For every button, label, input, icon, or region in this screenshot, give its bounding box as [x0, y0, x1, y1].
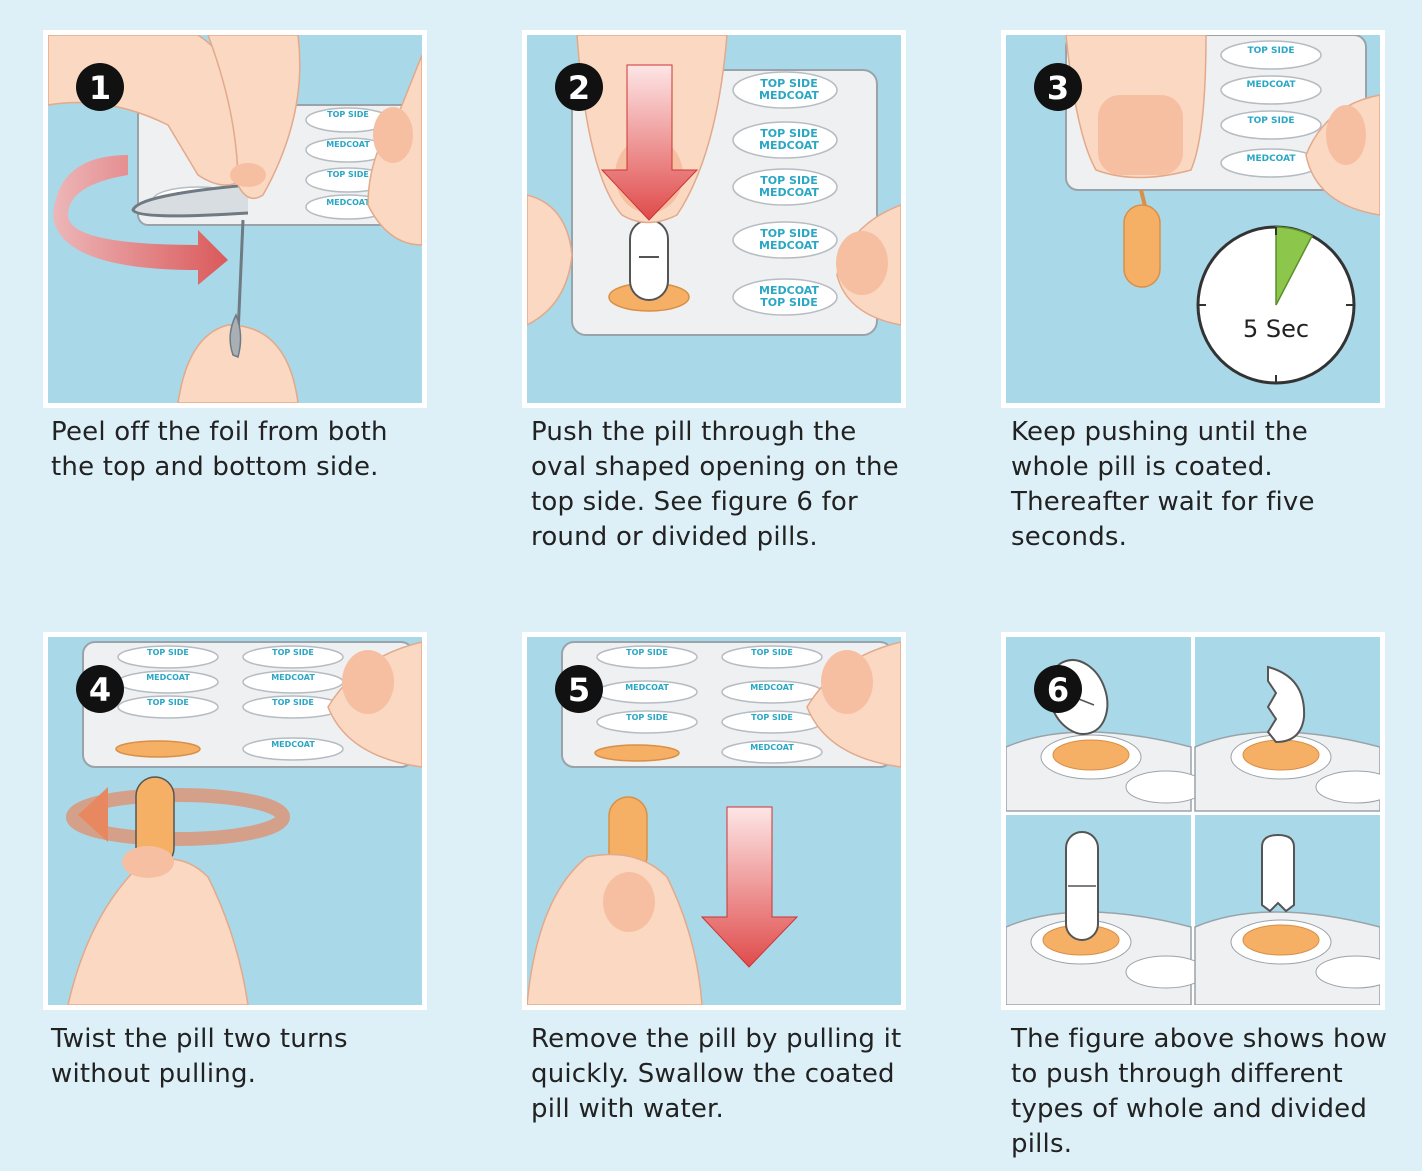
blister-label: MEDCOAT [759, 239, 819, 252]
blister-label: MEDCOAT [271, 673, 315, 682]
step-1-caption: Peel off the foil from both the top and … [51, 417, 388, 482]
timer-dial: 5 Sec [1196, 225, 1356, 385]
blister-label: MEDCOAT [271, 740, 315, 749]
blister-label: TOP SIDE [327, 170, 369, 179]
blister-strip: TOP SIDE TOP SIDE MEDCOAT MEDCOAT TOP SI… [82, 641, 414, 768]
step-5-caption: Remove the pill by pulling it quickly. S… [531, 1024, 902, 1124]
blister-label: MEDCOAT [1247, 154, 1297, 164]
blister-label: TOP SIDE [147, 648, 189, 657]
blister-strip: TOP SIDE TOP SIDE MEDCOAT MEDCOAT TOP SI… [561, 641, 893, 768]
step-3-number-badge [1034, 63, 1082, 111]
step-1-number: 1 [89, 69, 111, 107]
step-2-panel: TOP SIDE MEDCOAT TOP SIDE MEDCOAT TOP SI… [522, 30, 906, 408]
blister-label: TOP SIDE [626, 713, 668, 722]
blister-label: TOP SIDE [751, 713, 793, 722]
oblong-whole-pill-example [1006, 831, 1207, 1005]
step-3-number: 3 [1047, 69, 1069, 107]
blister-label: MEDCOAT [1247, 80, 1297, 90]
step-6-panel: 6 [1001, 632, 1385, 1010]
round-divided-pill-example [1194, 665, 1380, 812]
blister-label: TOP SIDE [272, 648, 314, 657]
step-3-caption: Keep pushing until the whole pill is coa… [1011, 417, 1315, 552]
blister-label: TOP SIDE [760, 77, 817, 90]
blister-label: MEDCOAT [326, 198, 370, 207]
step-5-panel: TOP SIDE TOP SIDE MEDCOAT MEDCOAT TOP SI… [522, 632, 906, 1010]
peel-arrow [53, 155, 228, 285]
step-6-illustration: 6 [1006, 637, 1380, 1005]
step-4-panel: TOP SIDE TOP SIDE MEDCOAT MEDCOAT TOP SI… [43, 632, 427, 1010]
push-arrow [600, 64, 699, 221]
step-5-number-badge [555, 665, 603, 713]
blister-label: MEDCOAT [625, 683, 669, 692]
oval-opening [115, 740, 201, 758]
blister-label: TOP SIDE [760, 227, 817, 240]
blister-label: MEDCOAT [750, 743, 794, 752]
step-4-illustration: TOP SIDE TOP SIDE MEDCOAT MEDCOAT TOP SI… [48, 637, 422, 1005]
blister-label: MEDCOAT [146, 673, 190, 682]
blister-label: MEDCOAT [759, 186, 819, 199]
step-6-number-badge [1034, 665, 1082, 713]
blister-label: MEDCOAT [759, 284, 819, 297]
timer-label: 5 Sec [1243, 315, 1309, 343]
blister-label: TOP SIDE [760, 296, 817, 309]
blister-label: TOP SIDE [147, 698, 189, 707]
step-2-illustration: TOP SIDE MEDCOAT TOP SIDE MEDCOAT TOP SI… [527, 35, 901, 403]
pull-arrow [700, 806, 799, 968]
step-6-number: 6 [1047, 671, 1069, 709]
step-6-caption: The figure above shows how to push throu… [1011, 1024, 1388, 1159]
step-5-illustration: TOP SIDE TOP SIDE MEDCOAT MEDCOAT TOP SI… [527, 637, 901, 1005]
step-2-caption: Push the pill through the oval shaped op… [531, 417, 899, 552]
blister-label: MEDCOAT [750, 683, 794, 692]
step-1-illustration: TOP SIDE MEDCOAT TOP SIDE MEDCOAT MEDCOA… [48, 35, 422, 403]
coated-pill [1123, 204, 1161, 288]
blister-label: TOP SIDE [626, 648, 668, 657]
step-3-panel: TOP SIDE MEDCOAT TOP SIDE MEDCOAT 5 Sec [1001, 30, 1385, 408]
twisting-hand [67, 858, 249, 1005]
step-3-illustration: TOP SIDE MEDCOAT TOP SIDE MEDCOAT 5 Sec [1006, 35, 1380, 403]
step-2-number-badge [555, 63, 603, 111]
step-1-number-badge [76, 63, 124, 111]
step-5-number: 5 [568, 671, 590, 709]
pulling-hand [527, 853, 703, 1005]
blister-label: TOP SIDE [751, 648, 793, 657]
step-4-number: 4 [89, 671, 111, 709]
blister-label: TOP SIDE [327, 110, 369, 119]
blister-label: TOP SIDE [1248, 116, 1295, 126]
step-4-caption: Twist the pill two turns without pulling… [51, 1024, 348, 1089]
step-4-number-badge [76, 665, 124, 713]
oval-opening [594, 744, 680, 762]
twist-arrow [66, 787, 290, 846]
blister-label: TOP SIDE [760, 174, 817, 187]
blister-label: MEDCOAT [759, 89, 819, 102]
blister-label: TOP SIDE [272, 698, 314, 707]
step-1-panel: TOP SIDE MEDCOAT TOP SIDE MEDCOAT MEDCOA… [43, 30, 427, 408]
step-2-number: 2 [568, 69, 590, 107]
foil-strip [131, 183, 249, 218]
blister-label: TOP SIDE [760, 127, 817, 140]
oblong-divided-pill-example [1194, 833, 1380, 1005]
blister-label: TOP SIDE [1248, 46, 1295, 56]
blister-label: MEDCOAT [326, 140, 370, 149]
blister-label: MEDCOAT [759, 139, 819, 152]
pill [629, 219, 669, 301]
